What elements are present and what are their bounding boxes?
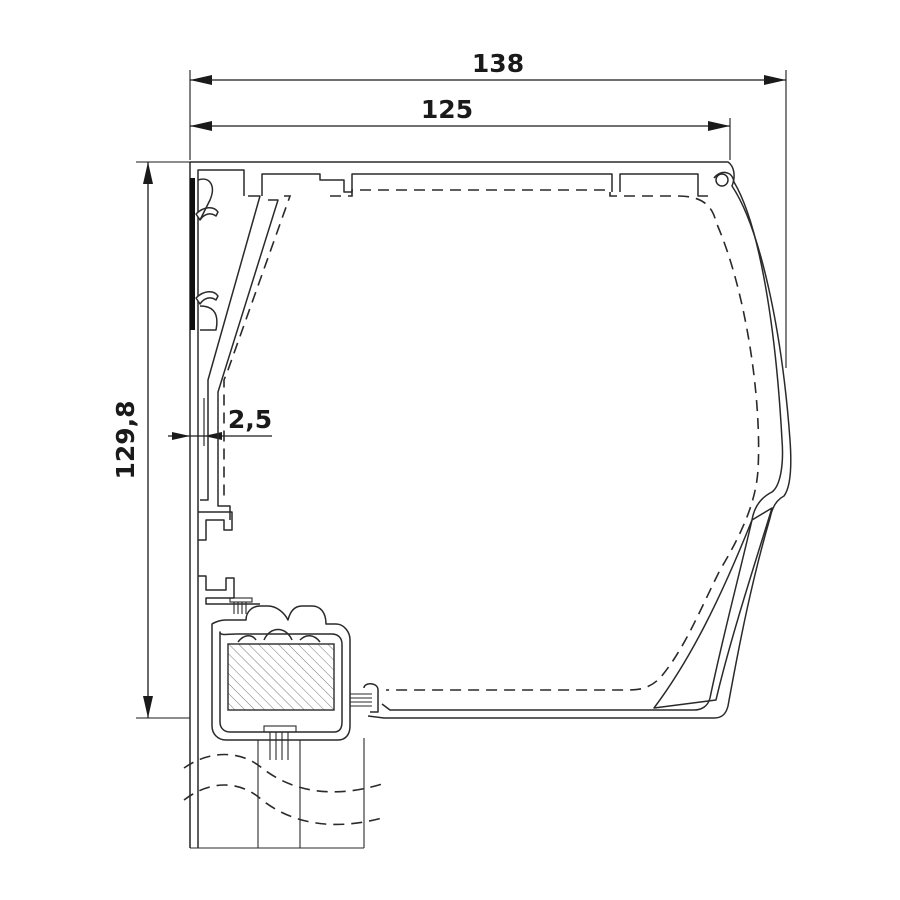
front-clip-hook-upper: [195, 207, 219, 221]
diagonal-wall-inner: [217, 199, 279, 520]
fabric-roll-outline: [223, 189, 760, 691]
arrow-head: [143, 696, 153, 718]
arrow-head: [708, 121, 730, 131]
hatched-insert: [227, 643, 335, 711]
front-lower-lip: [653, 507, 773, 709]
brush-seal-top: [229, 597, 253, 614]
arrow-head: [204, 432, 222, 440]
dimension-wall-offset: 2,5: [168, 398, 272, 446]
dimension-label-129-8: 129,8: [111, 400, 140, 479]
bottom-bar-assembly: [211, 597, 379, 760]
arrow-head: [143, 162, 153, 184]
cassette-outer-shell: [189, 161, 792, 848]
dimension-inner-width: 125: [190, 95, 731, 160]
arrow-head: [764, 75, 786, 85]
dimension-label-125: 125: [421, 95, 473, 124]
hinge-curl: [715, 173, 729, 187]
front-clip-body: [197, 178, 218, 331]
wall-section-break: [189, 738, 365, 849]
diagonal-wall: [200, 195, 261, 501]
dimension-label-2-5: 2,5: [228, 405, 272, 434]
side-notch-upper: [198, 511, 233, 541]
arrow-head: [190, 121, 212, 131]
front-clip-hook-lower: [195, 291, 219, 305]
brush-seal-right: [350, 683, 379, 713]
cassette-front-curve: [381, 171, 784, 711]
bottom-bar-inner: [219, 631, 343, 733]
bottom-bar-outer: [211, 605, 351, 741]
dimension-height: 129,8: [111, 161, 190, 719]
dimension-label-138: 138: [472, 49, 524, 78]
cassette-inner-shell: [197, 169, 708, 848]
side-notch-lower: [198, 575, 260, 605]
break-wave-lower: [183, 784, 383, 826]
cassette-body: [189, 161, 792, 848]
brush-seal-bottom: [263, 725, 297, 760]
arrow-head: [190, 75, 212, 85]
bottom-bar-ribs: [237, 628, 321, 643]
arrow-head: [172, 432, 190, 440]
dimension-overall-width: 138: [189, 49, 787, 368]
front-clip-plate: [190, 178, 195, 330]
break-wave-upper: [183, 753, 383, 793]
